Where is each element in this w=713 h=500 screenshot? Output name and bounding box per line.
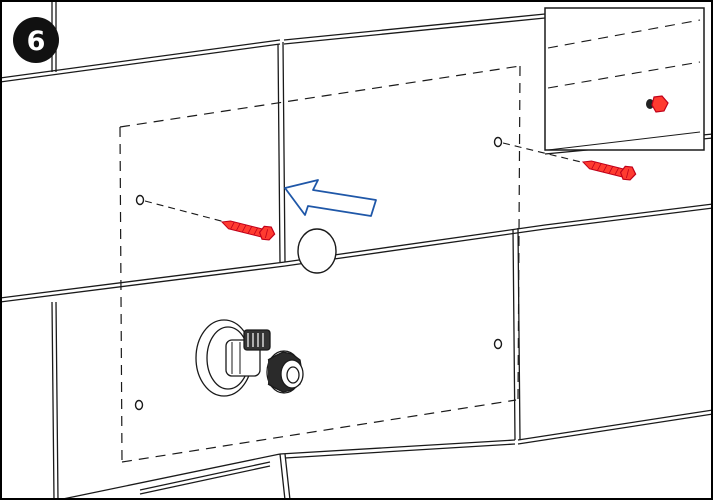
step-number-badge: 6: [13, 17, 59, 63]
drill-hole-icon: [135, 194, 145, 206]
drill-holes: [134, 136, 503, 411]
pipe-opening: [297, 228, 337, 274]
wall-screw-icon: [581, 160, 637, 181]
mounting-template-outline: [119, 65, 521, 463]
drill-hole-icon: [134, 399, 144, 411]
direction-arrow-icon: [284, 179, 377, 217]
wall-screw-icon: [220, 220, 276, 241]
screw-leader-lines: [144, 142, 586, 223]
angle-valve-icon: [195, 319, 304, 397]
drill-hole-icon: [493, 338, 503, 350]
step-number: 6: [27, 26, 46, 57]
detail-inset: [544, 7, 705, 151]
drill-hole-icon: [493, 136, 503, 148]
wall-screw-icon: [651, 95, 669, 113]
